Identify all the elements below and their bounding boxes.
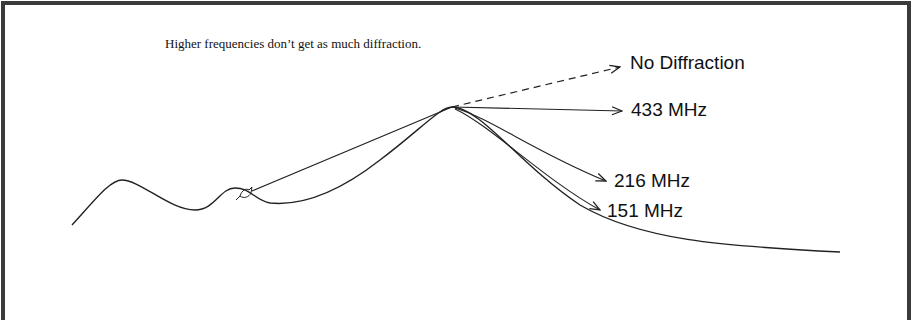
no-diffraction-ray <box>452 67 620 107</box>
ray-151 <box>455 109 600 210</box>
ray-433 <box>452 107 622 111</box>
ray-216 <box>455 108 606 181</box>
terrain-line <box>72 107 840 252</box>
caption-note: Higher frequencies don’t get as much dif… <box>165 36 421 52</box>
frame-border <box>3 3 909 320</box>
frequency-label: 433 MHz <box>631 99 707 121</box>
ray-label: No Diffraction <box>630 52 745 74</box>
frequency-label: 151 MHz <box>607 200 683 222</box>
frequency-label: 216 MHz <box>614 170 690 192</box>
signal-ray <box>252 107 452 191</box>
bird-transmitter <box>236 187 252 200</box>
